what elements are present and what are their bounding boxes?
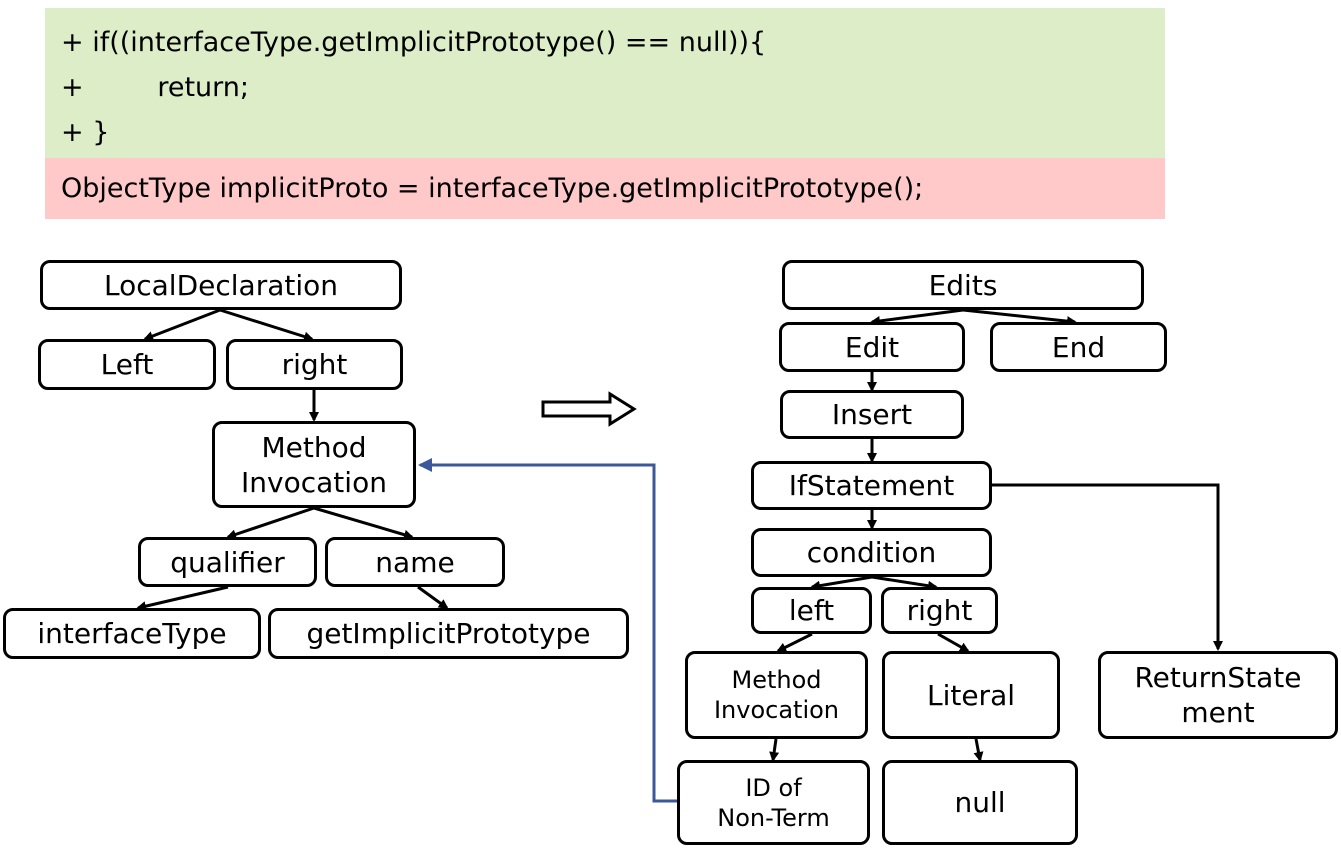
added-line-text: } xyxy=(92,117,110,148)
node-label: left xyxy=(788,594,835,627)
node-qualifier: qualifier xyxy=(138,537,317,587)
node-label-line-2: ment xyxy=(1181,696,1255,729)
node-right: right xyxy=(881,587,998,634)
node-label: End xyxy=(1051,330,1106,364)
node-label: getImplicitPrototype xyxy=(306,617,591,650)
node-condition: condition xyxy=(751,528,992,577)
edge-right-literal xyxy=(937,632,970,653)
edge-methodinv-name xyxy=(313,506,414,540)
node-label-line-1: ReturnState xyxy=(1134,661,1302,694)
node-label: right xyxy=(906,594,973,627)
added-line-1: + if((interfaceType.getImplicitPrototype… xyxy=(61,20,1165,65)
link-edge-id-to-methodinv xyxy=(418,458,677,803)
node-edit: Edit xyxy=(779,322,965,372)
node-get-implicit-prototype: getImplicitPrototype xyxy=(268,608,629,659)
edge-methodinv-qualifier xyxy=(226,506,315,540)
node-local-declaration: LocalDeclaration xyxy=(40,260,402,310)
node-label: null xyxy=(954,786,1006,819)
node-interface-type: interfaceType xyxy=(3,608,261,659)
node-right: right xyxy=(226,339,403,390)
added-line-text: if((interfaceType.getImplicitPrototype()… xyxy=(92,27,767,58)
node-name: name xyxy=(325,537,505,587)
node-label: IfStatement xyxy=(788,469,955,502)
node-label-line-1: Method xyxy=(261,430,367,464)
node-end: End xyxy=(990,322,1167,372)
node-label: LocalDeclaration xyxy=(104,268,338,302)
node-insert: Insert xyxy=(780,390,964,439)
node-label: interfaceType xyxy=(37,617,227,650)
node-label-line-1: ID of xyxy=(745,773,802,802)
edge-methodinv-id xyxy=(769,738,780,762)
node-label: right xyxy=(281,348,348,381)
node-label: name xyxy=(375,545,455,579)
edge-localdecl-left xyxy=(143,308,221,341)
edge-edits-edit xyxy=(870,308,964,326)
added-line-3: + } xyxy=(61,110,1165,155)
edge-literal-null xyxy=(973,738,984,762)
node-label-line-2: Non-Term xyxy=(717,803,830,832)
edge-left-methodinv xyxy=(776,632,813,653)
node-left: left xyxy=(751,587,872,634)
node-label: Literal xyxy=(926,678,1016,712)
node-left: Left xyxy=(38,339,216,390)
node-literal: Literal xyxy=(882,651,1060,739)
edge-condition-left xyxy=(810,575,873,591)
edge-qualifier-interfacetype xyxy=(136,585,229,612)
diff-plus-marker: + xyxy=(61,117,84,148)
added-line-2: + return; xyxy=(61,65,1165,110)
node-label: qualifier xyxy=(170,545,285,579)
node-if-statement: IfStatement xyxy=(751,461,992,510)
node-label: Edits xyxy=(928,268,998,302)
node-label: Left xyxy=(100,348,154,381)
node-label-line-1: Method xyxy=(731,666,822,694)
added-line-text: return; xyxy=(123,72,249,103)
double-arrow-right-icon xyxy=(541,391,637,427)
edge-edits-end xyxy=(962,308,1077,327)
node-label: Edit xyxy=(844,330,900,364)
context-line-text: ObjectType implicitProto = interfaceType… xyxy=(61,173,924,204)
node-label: condition xyxy=(806,536,937,569)
node-edits: Edits xyxy=(782,260,1144,310)
node-label-line-2: Invocation xyxy=(241,465,387,499)
diff-plus-marker: + xyxy=(61,72,84,103)
edge-condition-right xyxy=(871,575,938,591)
diff-plus-marker: + xyxy=(61,27,84,58)
context-code-block: ObjectType implicitProto = interfaceType… xyxy=(45,158,1165,219)
edge-localdecl-right xyxy=(219,308,314,342)
node-null: null xyxy=(882,760,1078,845)
added-code-block: + if((interfaceType.getImplicitPrototype… xyxy=(45,8,1165,158)
node-label: Insert xyxy=(831,398,913,431)
node-label-line-2: Invocation xyxy=(713,696,840,724)
edge-if-returnstatement xyxy=(990,483,1223,651)
edge-name-getimplicit xyxy=(417,585,449,610)
